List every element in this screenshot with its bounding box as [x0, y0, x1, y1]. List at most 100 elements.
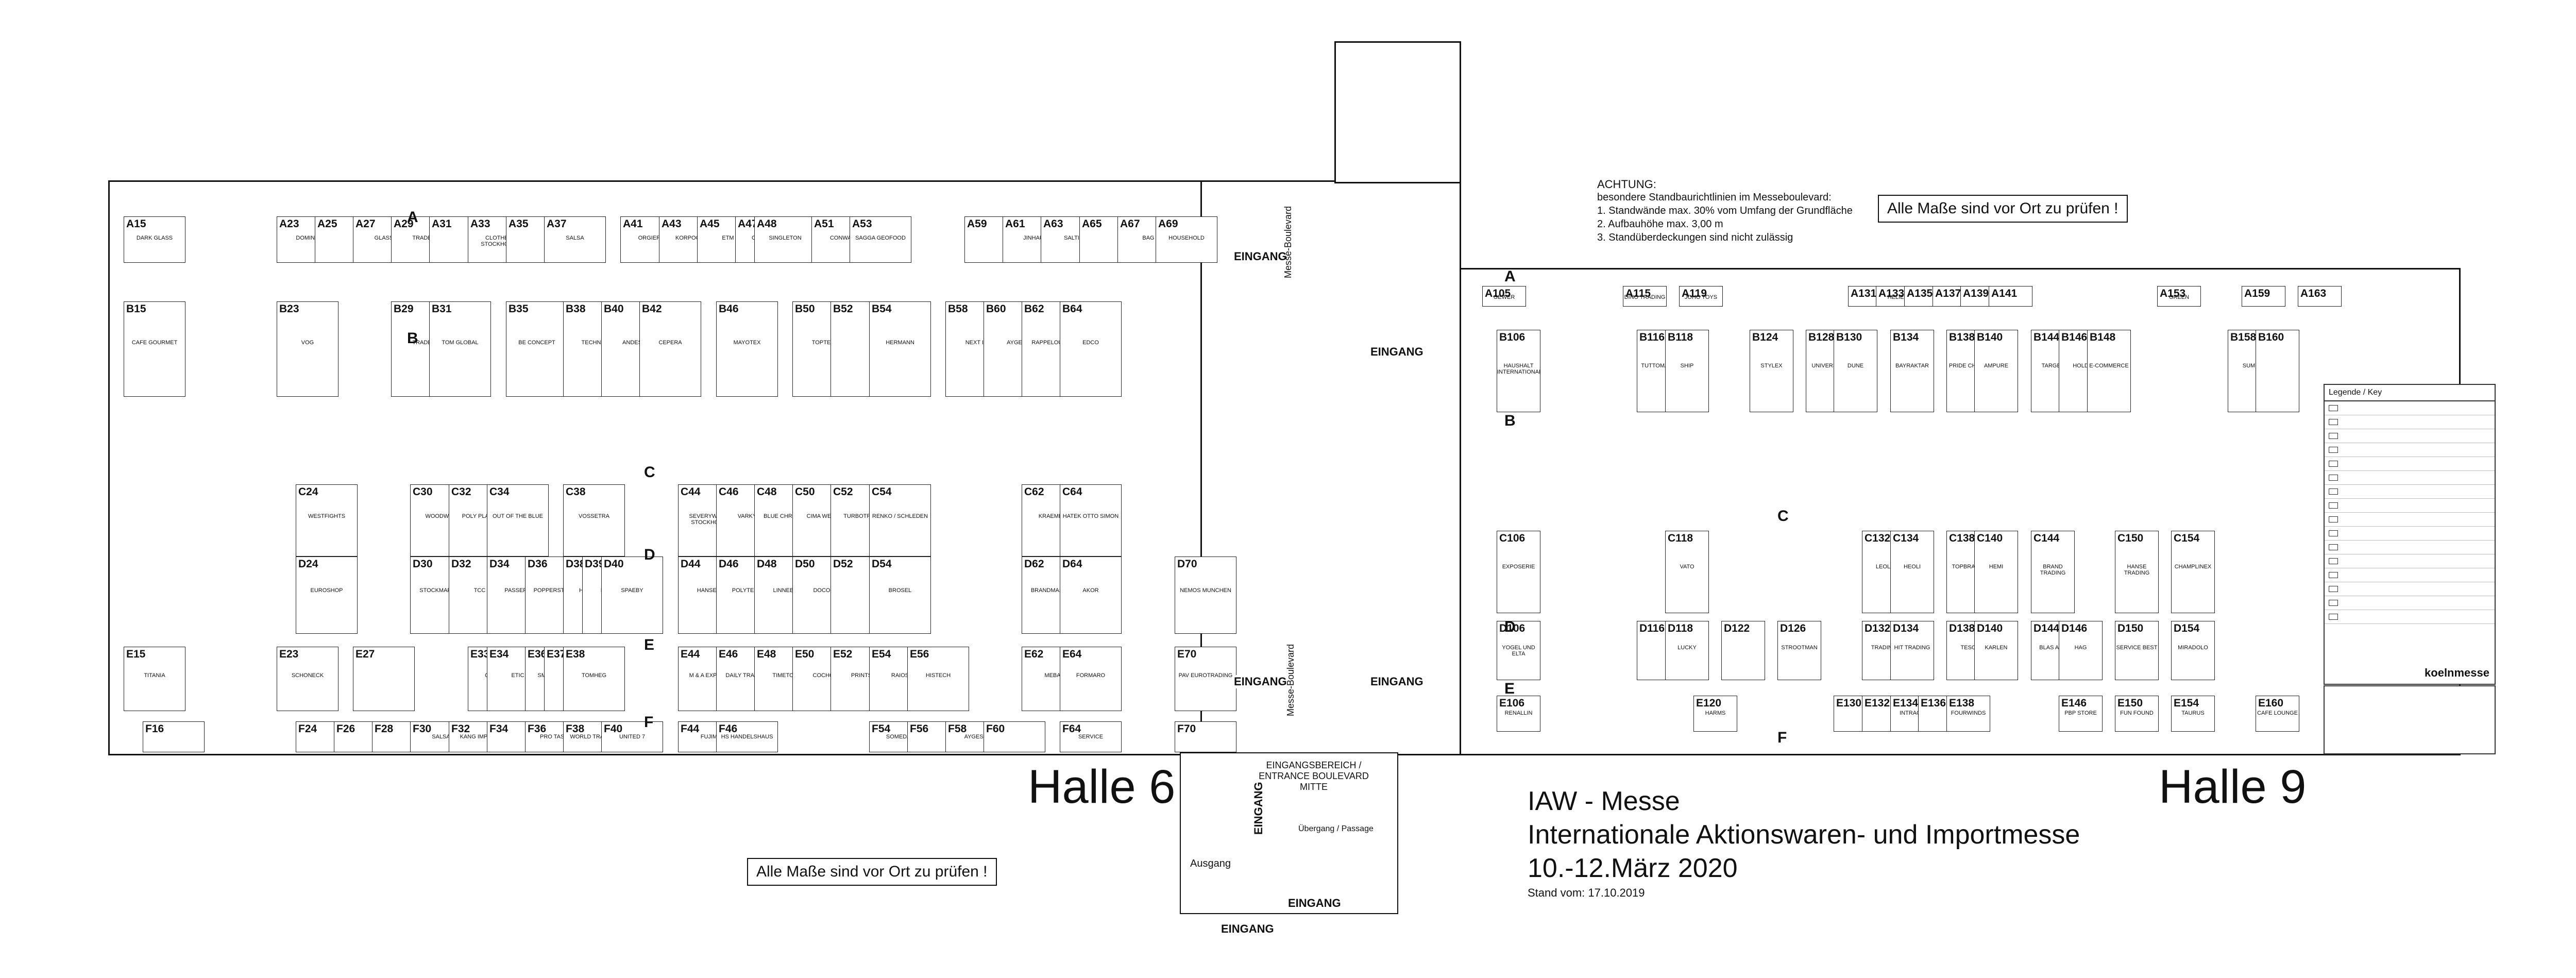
entrance-side-label[interactable]: EINGANG	[1252, 782, 1265, 835]
stand-f60[interactable]: F60	[984, 721, 1045, 752]
entrance-middle-label[interactable]: EINGANG	[1370, 345, 1423, 359]
entrance-upper-label[interactable]: EINGANG	[1234, 250, 1287, 263]
stand-a159[interactable]: A159	[2242, 286, 2285, 307]
aisle-a-hall9: A	[1504, 268, 1516, 285]
stand-name: ORGIERA	[638, 235, 665, 242]
stand-id: D30	[413, 558, 433, 570]
stand-d122[interactable]: D122	[1721, 621, 1765, 680]
stand-id: A35	[509, 218, 529, 230]
entrance-lower-label[interactable]: EINGANG	[1234, 675, 1287, 688]
stand-name: DOCOL	[813, 587, 834, 594]
stand-id: F58	[948, 723, 967, 735]
stand-id: F38	[566, 723, 585, 735]
entrance-bottom-right-label[interactable]: EINGANG	[1288, 897, 1341, 910]
stand-a141[interactable]: A141	[1989, 286, 2032, 307]
stand-id: E136	[1921, 697, 1946, 709]
ausgang-label[interactable]: Ausgang	[1190, 858, 1231, 869]
stand-a163[interactable]: A163	[2298, 286, 2342, 307]
stand-name: CHAMPLINEX	[2174, 564, 2212, 570]
stand-id: F46	[719, 723, 738, 735]
stand-id: E132	[1865, 697, 1890, 709]
stand-name: LUCKY	[1677, 645, 1697, 651]
stand-name: TOM GLOBAL	[442, 340, 479, 346]
stand-f70[interactable]: F70	[1175, 721, 1236, 752]
stand-e27[interactable]: E27	[353, 647, 415, 711]
stand-id: C54	[872, 486, 892, 498]
stand-id: B42	[642, 303, 662, 315]
aisle-b-hall9: B	[1504, 412, 1516, 429]
stand-b160[interactable]: B160	[2256, 330, 2299, 412]
entrance-bottom-label[interactable]: EINGANG	[1221, 922, 1274, 936]
stand-name: SHIP	[1680, 363, 1694, 369]
entrance-lower-right-label[interactable]: EINGANG	[1370, 675, 1423, 688]
stand-id: E62	[1024, 648, 1044, 660]
stand-f16[interactable]: F16	[143, 721, 205, 752]
